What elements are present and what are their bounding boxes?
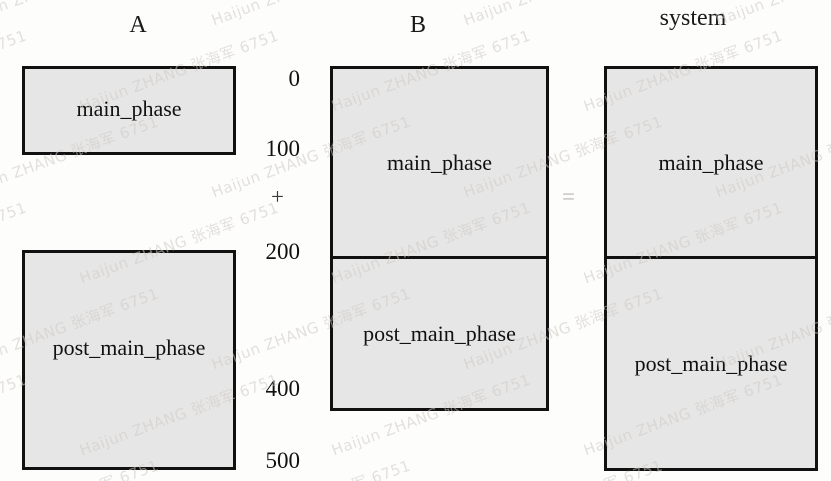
box-system-post-main-phase: post_main_phase [607,256,815,468]
box-b-post-main-phase-label: post_main_phase [363,320,516,346]
box-a-main-phase-label: main_phase [76,96,182,121]
operator-equals: = [562,184,575,209]
box-system-main-phase-label: main_phase [658,149,764,175]
scale-tick-0: 0 [288,66,301,91]
scale-tick-400: 400 [265,376,301,401]
operator-plus: + [271,184,284,209]
box-b-main-phase-label: main_phase [386,149,493,175]
column-header-a: A [129,12,147,38]
column-header-system: system [659,5,727,31]
box-system-main-phase: main_phase [607,69,815,256]
box-system-stack: main_phase post_main_phase [604,66,818,471]
box-b-stack: main_phase post_main_phase [330,66,549,411]
box-a-post-main-phase-label: post_main_phase [52,335,206,360]
box-b-main-phase: main_phase [333,69,546,256]
scale-tick-500: 500 [265,448,301,473]
box-b-post-main-phase: post_main_phase [333,256,546,408]
scale-tick-200: 200 [265,239,301,264]
box-a-main-phase [22,66,236,155]
box-system-post-main-phase-label: post_main_phase [634,350,788,376]
column-header-b: B [409,12,426,38]
scale-tick-100: 100 [265,136,301,161]
box-a-post-main-phase [22,250,236,470]
